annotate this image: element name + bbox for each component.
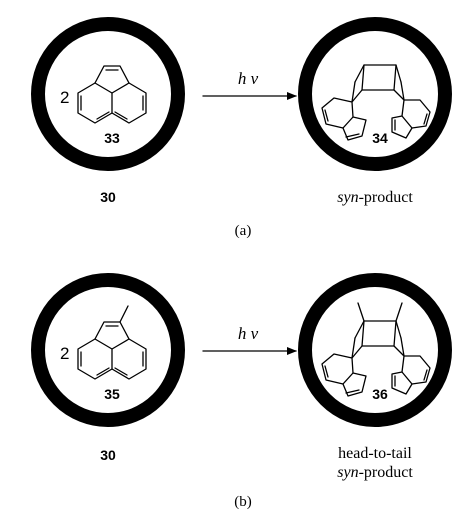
caption-b: (b) — [234, 494, 252, 510]
syn-dimer-structure-a — [321, 64, 431, 141]
panel-a: 2 33 h ν 34 30 syn-product — [31, 17, 452, 239]
product-desc-b-line2: syn-product — [337, 464, 413, 481]
methyl-right — [395, 302, 403, 322]
panel-b: 2 35 h ν 36 30 head-to-tail syn-product … — [31, 273, 452, 510]
host-label-30-a: 30 — [100, 189, 116, 205]
caption-a: (a) — [235, 223, 252, 239]
methylacenaphthylene-structure — [77, 305, 147, 380]
methyl-group — [119, 305, 129, 323]
host-label-30-b: 30 — [100, 447, 116, 463]
methyl-left — [357, 302, 365, 322]
host-ring-right-b — [298, 273, 452, 427]
host-ring-right-a — [298, 17, 452, 171]
compound-label-35: 35 — [104, 386, 120, 402]
coefficient-a: 2 — [60, 88, 69, 107]
compound-label-33: 33 — [104, 130, 120, 146]
arrow-label-a: h ν — [238, 69, 259, 88]
coefficient-b: 2 — [60, 344, 69, 363]
host-ring-left-a — [31, 17, 185, 171]
head-to-tail-dimer-structure — [321, 302, 431, 397]
acenaphthylene-structure — [77, 65, 147, 124]
arrow-label-b: h ν — [238, 324, 259, 343]
compound-label-34: 34 — [372, 130, 388, 146]
host-ring-left-b — [31, 273, 185, 427]
compound-label-36: 36 — [372, 386, 388, 402]
product-desc-b-line1: head-to-tail — [338, 445, 412, 462]
product-desc-a: syn-product — [337, 189, 413, 206]
